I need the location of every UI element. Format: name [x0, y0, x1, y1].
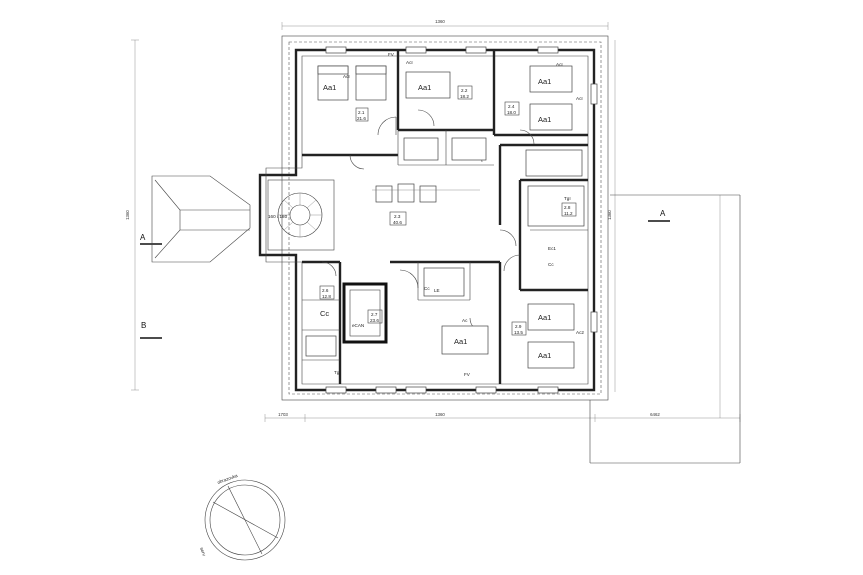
svg-text:Aa1: Aa1: [538, 351, 551, 360]
room-r5: 2.7 23.6 Aa1 Ac: [367, 309, 468, 346]
dim-bottom-left: 1703: [278, 412, 288, 417]
stair-note: 160 / 180: [268, 214, 288, 219]
svg-text:2.6: 2.6: [322, 288, 329, 293]
entrance-canopy: [151, 175, 251, 263]
fv-bottom: FV: [464, 372, 471, 377]
section-marker-a-left: A: [140, 233, 162, 245]
compass-tag-bottom: serv: [199, 547, 207, 558]
svg-text:Aa1: Aa1: [538, 313, 551, 322]
svg-text:21.6: 21.6: [357, 116, 366, 121]
svg-text:A: A: [140, 233, 146, 242]
svg-text:AcI: AcI: [576, 96, 583, 101]
room-r3: 2.4 18.0 Aa1 AcI: [504, 62, 563, 116]
section-marker-b: B: [140, 321, 162, 339]
tgi-left: TgI: [334, 370, 341, 375]
svg-text:13.5: 13.5: [514, 330, 523, 335]
svg-text:Aa1: Aa1: [418, 83, 431, 92]
svg-text:B: B: [141, 321, 146, 330]
svg-text:2.3: 2.3: [394, 214, 401, 219]
svg-text:Aa1: Aa1: [323, 83, 336, 92]
lift-label: eCAN: [352, 323, 364, 328]
room-sm1: 2.6 12.8 Cc: [319, 285, 335, 318]
svg-text:2.9: 2.9: [515, 324, 522, 329]
right-extension-lines: [589, 194, 741, 464]
svg-text:18.0: 18.0: [507, 110, 516, 115]
svg-text:AcI: AcI: [406, 60, 413, 65]
svg-text:AcI: AcI: [556, 62, 563, 67]
dim-right: 1360: [607, 210, 612, 220]
svg-text:AcI: AcI: [343, 74, 350, 79]
window-markers: [325, 46, 598, 394]
fv-top: FV: [388, 52, 395, 57]
staircase: 160 / 180: [267, 179, 335, 251]
svg-text:Cc: Cc: [320, 309, 329, 318]
room-r1: 2.1 21.6 Aa1 AcI: [323, 74, 369, 122]
svg-text:Aa1: Aa1: [538, 115, 551, 124]
room-r2: 2.2 18.2 Aa1 AcI: [406, 60, 473, 100]
cc-right: Cc: [548, 262, 554, 267]
svg-text:40.6: 40.6: [393, 220, 402, 225]
dim-top: 1360: [435, 19, 445, 24]
svg-text:2.8: 2.8: [564, 205, 571, 210]
svg-text:Ac: Ac: [462, 318, 468, 323]
svg-text:11.2: 11.2: [564, 211, 573, 216]
misc-labels: TgI TgI Cc Ec1 Cc LE FV FV: [334, 52, 571, 377]
svg-text:12.8: 12.8: [322, 294, 331, 299]
cc-left: Cc: [424, 286, 430, 291]
dim-left: 1360: [125, 210, 130, 220]
svg-text:2.4: 2.4: [508, 104, 515, 109]
svg-text:2.2: 2.2: [461, 88, 468, 93]
lift-core: eCAN: [342, 282, 388, 344]
svg-text:2.1: 2.1: [358, 110, 365, 115]
dim-bottom-right: 6462: [650, 412, 660, 417]
svg-text:A: A: [660, 209, 666, 218]
room-r4: Aa1 AcI: [538, 96, 583, 124]
dim-bottom-mid: 1360: [435, 412, 445, 417]
section-marker-a-right: A: [648, 209, 670, 222]
svg-text:2.7: 2.7: [371, 312, 378, 317]
tgi-right: TgI: [564, 196, 571, 201]
svg-text:23.6: 23.6: [370, 318, 379, 323]
svg-text:Aa1: Aa1: [538, 77, 551, 86]
le-label: LE: [434, 288, 440, 293]
compass-rose: obrazovka serv: [199, 473, 286, 561]
svg-text:Ac2: Ac2: [576, 330, 584, 335]
room-sm2: 2.8 11.2: [561, 202, 577, 217]
room-hall: 2.3 40.6: [389, 211, 407, 226]
svg-text:18.2: 18.2: [460, 94, 469, 99]
furniture: [305, 65, 585, 369]
ec-right: Ec1: [548, 246, 556, 251]
room-r6: 2.9 13.5 Aa1 Aa1 Ac2: [511, 313, 584, 360]
compass-tag-top: obrazovka: [217, 473, 239, 485]
svg-text:Aa1: Aa1: [454, 337, 467, 346]
